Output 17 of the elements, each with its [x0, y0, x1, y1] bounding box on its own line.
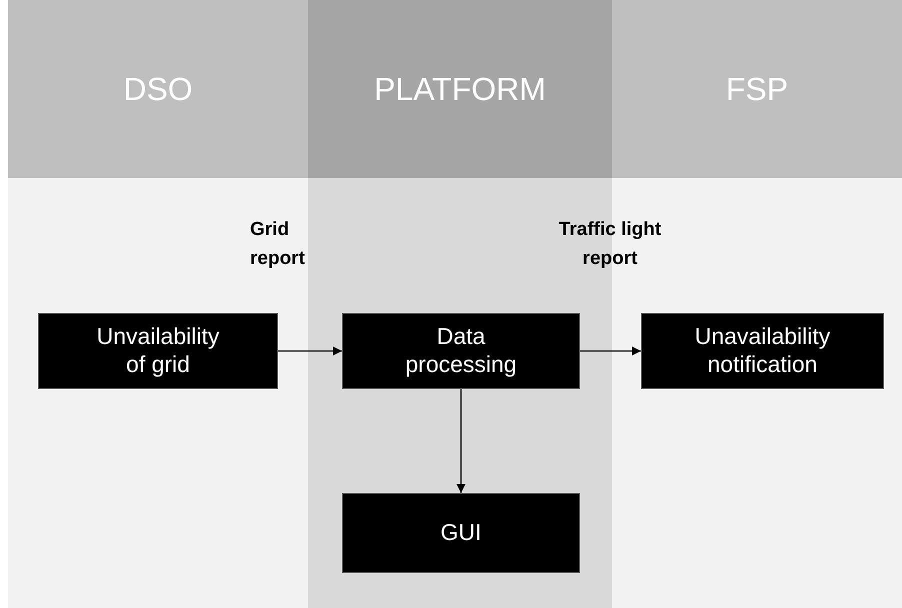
edge-label: Traffic light report — [558, 218, 662, 272]
box-label: GUI — [440, 519, 482, 547]
edge-label: Grid report — [250, 218, 306, 272]
lane-title: PLATFORM — [374, 70, 546, 108]
process-box — [38, 313, 278, 389]
process-box — [641, 313, 884, 389]
box-label: Unavailability notification — [694, 323, 832, 379]
arrow — [278, 346, 342, 356]
swimlane — [8, 0, 308, 608]
process-box — [342, 493, 580, 573]
lane-title: DSO — [123, 70, 193, 108]
lane-title: FSP — [726, 70, 788, 108]
arrow — [456, 389, 466, 493]
process-box — [342, 313, 580, 389]
box-label: Data processing — [404, 323, 518, 379]
box-label: Unvailability of grid — [96, 323, 220, 379]
arrow — [580, 346, 641, 356]
